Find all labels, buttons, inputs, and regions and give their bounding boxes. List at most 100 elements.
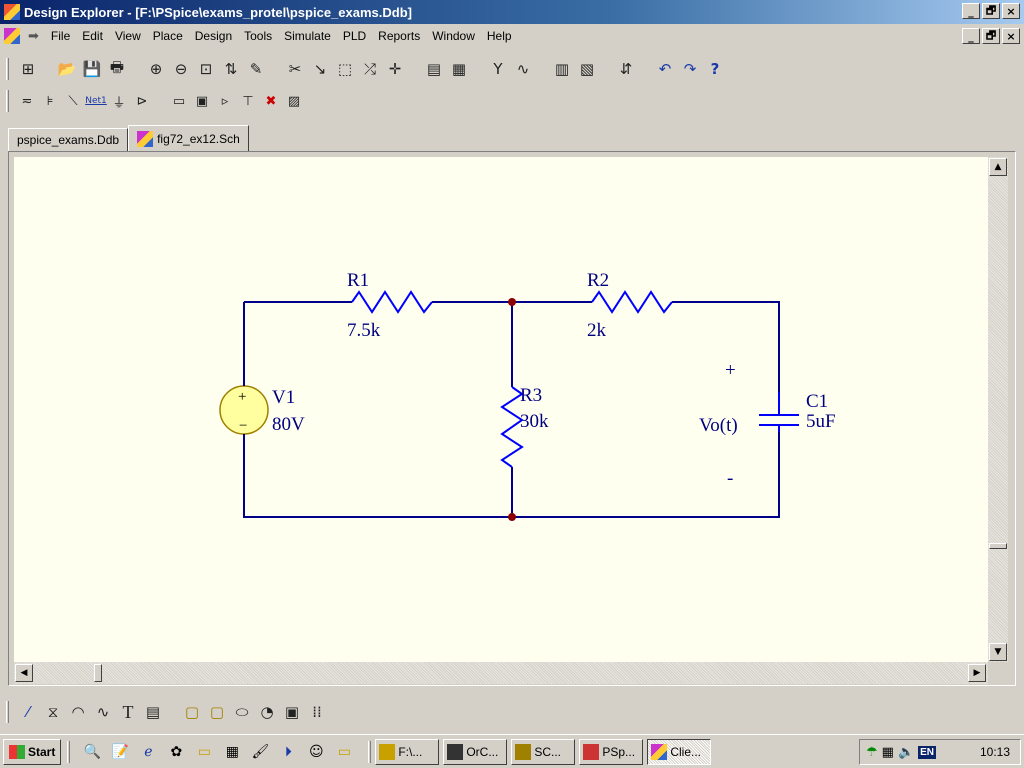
language-indicator[interactable]: EN (918, 745, 937, 759)
wire-icon[interactable]: ≂ (21, 93, 33, 109)
line-icon[interactable]: ⁄ (26, 703, 30, 721)
v1-value[interactable]: 80V (272, 414, 305, 435)
deselect-icon[interactable]: ⤮ (363, 60, 376, 78)
computer-tray-icon[interactable]: ▦ (881, 744, 894, 760)
rectangle-icon[interactable]: ▢ (184, 703, 200, 721)
open-icon[interactable]: 📂 (57, 60, 77, 78)
r3-value[interactable]: 30k (520, 411, 549, 432)
maximize-button[interactable]: 🗗 (982, 3, 1000, 19)
bezier-icon[interactable]: ∿ (96, 703, 110, 721)
move-icon[interactable]: ✛ (388, 60, 402, 78)
arc-icon[interactable]: ◠ (71, 703, 85, 721)
toolbar-grip[interactable] (6, 90, 9, 112)
menu-window[interactable]: Window (432, 29, 475, 43)
design-manager-icon[interactable]: ⊞ (21, 60, 35, 78)
messenger-icon[interactable]: ☺ (309, 743, 324, 760)
doc-close-button[interactable]: × (1002, 28, 1020, 44)
doc-restore-button[interactable]: 🗗 (982, 28, 1000, 44)
folder-icon[interactable]: ▭ (197, 743, 211, 760)
doc-minimize-button[interactable]: _ (962, 28, 980, 44)
r2-ref[interactable]: R2 (587, 270, 609, 291)
task-pspice[interactable]: PSp... (579, 738, 644, 765)
help-icon[interactable]: ? (710, 60, 720, 78)
tasks-grip[interactable] (368, 740, 372, 763)
menu-reports[interactable]: Reports (378, 29, 421, 43)
network-tray-icon[interactable]: ☂ (866, 744, 878, 760)
bus-icon[interactable]: ⊧ (46, 93, 54, 109)
scroll-left-button[interactable]: ◀ (15, 664, 33, 682)
scroll-right-button[interactable]: ▶ (968, 664, 986, 682)
document-icon[interactable] (4, 28, 20, 44)
scroll-down-button[interactable]: ▼ (989, 643, 1007, 661)
print-icon[interactable]: 🖶 (109, 57, 125, 76)
menu-view[interactable]: View (114, 29, 141, 43)
close-button[interactable]: × (1002, 3, 1020, 19)
array-icon[interactable]: ⁞⁞ (312, 703, 322, 721)
simulate-icon[interactable]: ∿ (516, 60, 530, 78)
annotate-icon[interactable]: ⇵ (619, 60, 633, 78)
erc-icon[interactable]: ▥ (554, 60, 570, 78)
sheet-symbol-icon[interactable]: ▣ (195, 93, 209, 109)
r1-ref[interactable]: R1 (347, 270, 369, 291)
browse-library-icon[interactable]: ▦ (451, 60, 467, 78)
text-frame-icon[interactable]: ▤ (145, 703, 161, 721)
menu-help[interactable]: Help (486, 29, 512, 43)
bus-entry-icon[interactable]: ⟍ (68, 93, 78, 109)
pie-icon[interactable]: ◔ (260, 703, 274, 721)
menu-tools[interactable]: Tools (244, 29, 273, 43)
folder-icon[interactable]: ▭ (337, 743, 351, 760)
save-icon[interactable]: 💾 (82, 60, 102, 78)
vertical-scrollbar[interactable]: ▲ ▼ (988, 157, 1008, 662)
net-label-icon[interactable]: Net1 (85, 96, 107, 106)
navigation-arrow-icon[interactable]: ➡ (28, 28, 39, 43)
app-icon[interactable] (4, 4, 20, 20)
netlist-icon[interactable]: ▧ (579, 60, 595, 78)
quicklaunch-grip[interactable] (67, 740, 71, 763)
part-icon[interactable]: ▭ (172, 93, 186, 109)
r3-ref[interactable]: R3 (520, 385, 542, 406)
scroll-up-button[interactable]: ▲ (989, 158, 1007, 176)
tab-pspice-exams[interactable]: pspice_exams.Ddb (8, 128, 129, 152)
library-icon[interactable]: ▤ (426, 60, 442, 78)
rounded-rectangle-icon[interactable]: ▢ (209, 703, 225, 721)
menu-place[interactable]: Place (152, 29, 183, 43)
cross-probe-icon[interactable]: ✎ (249, 60, 263, 78)
task-orcad[interactable]: OrC... (443, 738, 508, 765)
undo-icon[interactable]: ↶ (658, 60, 672, 78)
task-client[interactable]: Clie... (647, 738, 712, 765)
menu-design[interactable]: Design (194, 29, 233, 43)
v1-ref[interactable]: V1 (272, 387, 295, 408)
zoom-out-icon[interactable]: ⊖ (174, 60, 188, 78)
media-player-icon[interactable]: ⏵ (284, 743, 292, 760)
redo-icon[interactable]: ↷ (683, 60, 697, 78)
c1-ref[interactable]: C1 (806, 391, 828, 412)
vertical-scroll-thumb[interactable] (989, 543, 1007, 549)
probe-icon[interactable]: Y (493, 60, 503, 78)
no-erc-icon[interactable]: ✖ (265, 93, 277, 109)
toolbar-grip[interactable] (6, 58, 9, 80)
text-icon[interactable]: T (122, 701, 134, 722)
vo-label[interactable]: Vo(t) (699, 415, 738, 436)
volume-icon[interactable]: 🔈 (897, 744, 915, 760)
menu-edit[interactable]: Edit (82, 29, 103, 43)
drag-icon[interactable]: ↘ (313, 60, 327, 78)
search-icon[interactable]: 🔍 (83, 743, 102, 760)
horizontal-scroll-thumb[interactable] (94, 664, 102, 682)
task-schematic[interactable]: SC... (511, 738, 576, 765)
paint-icon[interactable]: 🖌 (251, 743, 270, 760)
ellipse-icon[interactable]: ⬭ (235, 703, 249, 721)
hierarchy-icon[interactable]: ⇅ (224, 60, 238, 78)
ground-icon[interactable]: ⏚ (112, 95, 126, 111)
select-area-icon[interactable]: ⬚ (337, 60, 353, 78)
r1-value[interactable]: 7.5k (347, 320, 381, 341)
zoom-fit-icon[interactable]: ⊡ (199, 60, 213, 78)
menu-simulate[interactable]: Simulate (284, 29, 331, 43)
notepad-icon[interactable]: 📝 (111, 743, 130, 760)
r2-value[interactable]: 2k (587, 320, 607, 341)
junction-icon[interactable]: ⊤ (242, 93, 254, 109)
horizontal-scrollbar[interactable]: ◀ ▶ (14, 662, 988, 684)
port-icon[interactable]: ⊳ (136, 93, 148, 109)
c1-value[interactable]: 5uF (806, 411, 836, 432)
cut-wire-icon[interactable]: ✂ (288, 60, 302, 78)
internet-explorer-icon[interactable]: ℯ (144, 743, 153, 760)
